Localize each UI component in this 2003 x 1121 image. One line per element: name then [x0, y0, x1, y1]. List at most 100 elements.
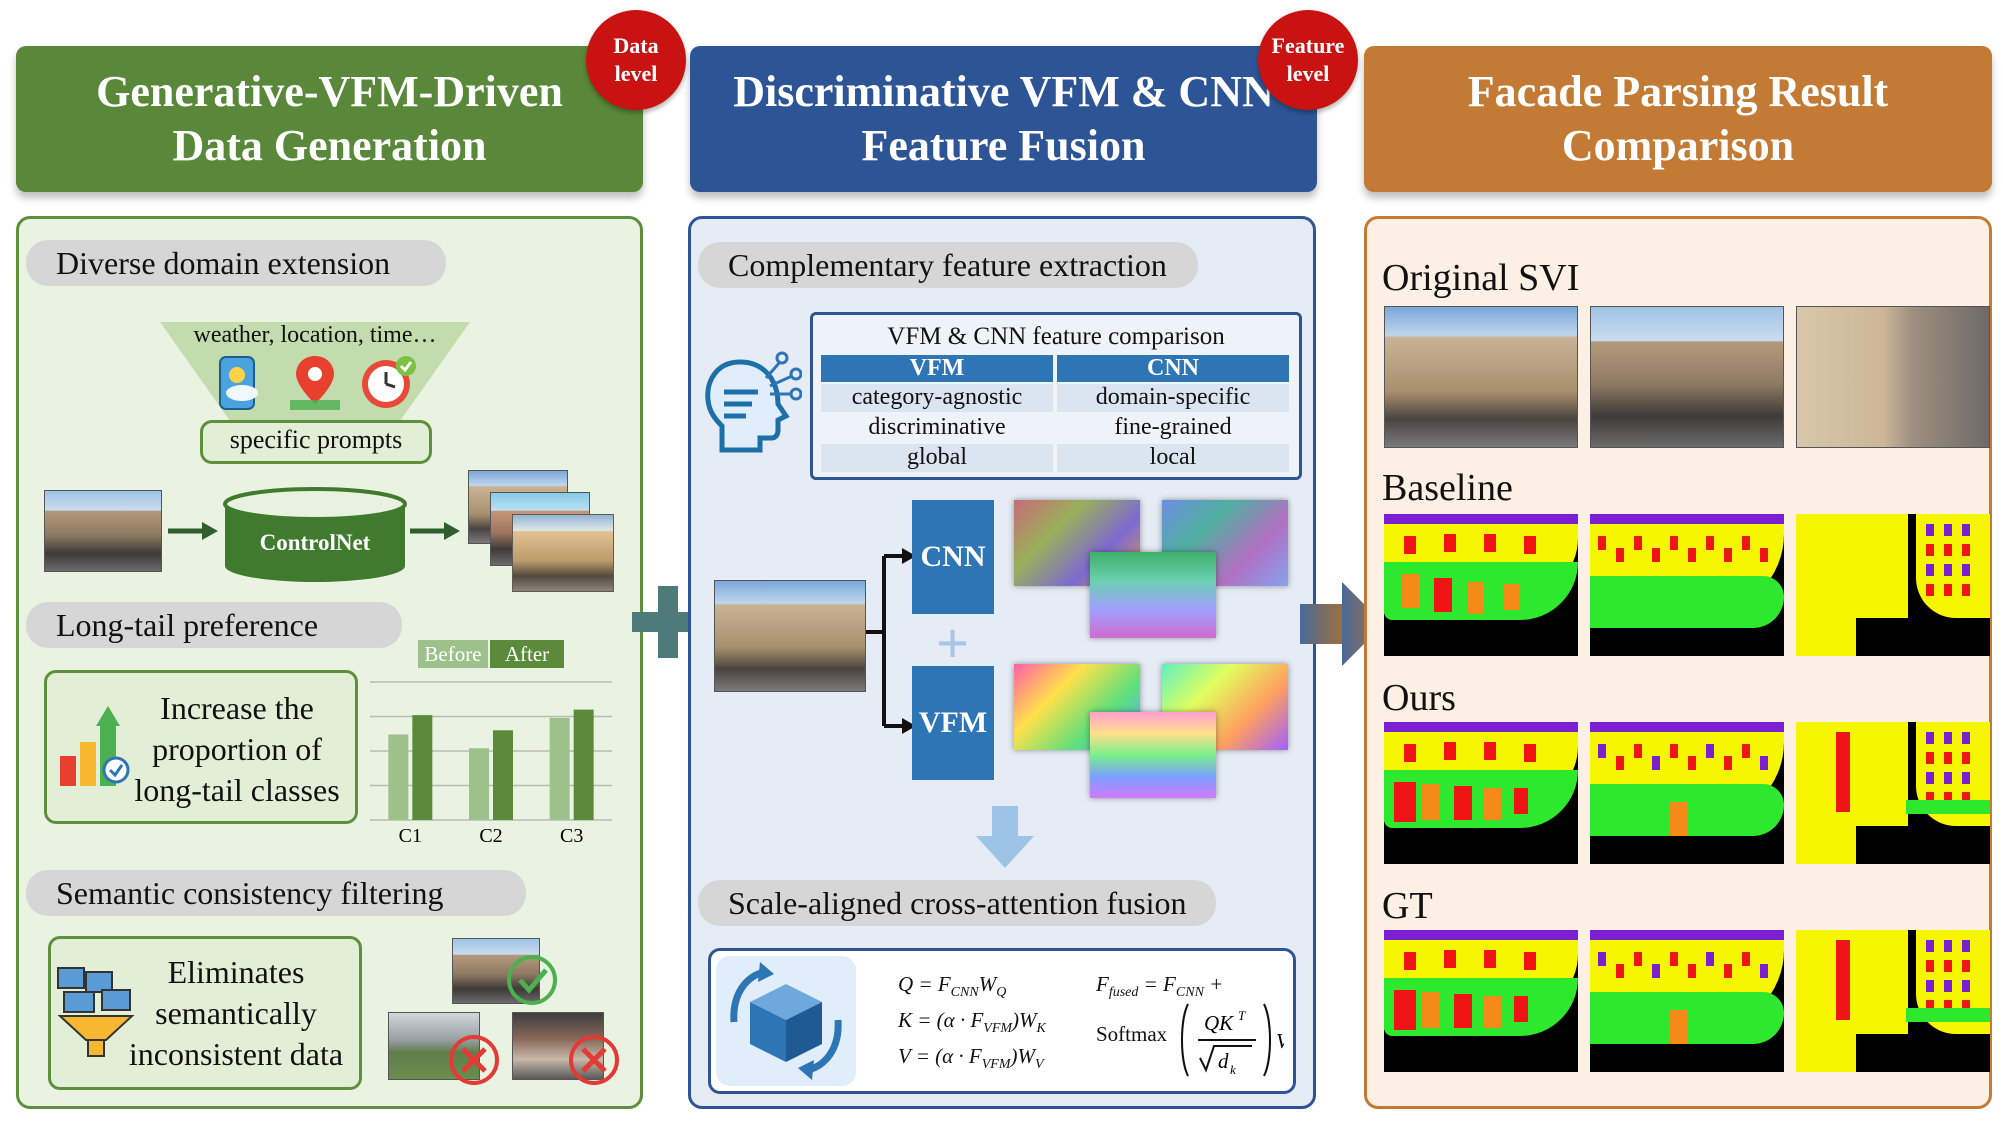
seg-region-sky	[1384, 930, 1578, 940]
longtail-line: proportion of	[152, 731, 322, 767]
header-line: Facade Parsing Result	[1467, 67, 1889, 116]
seg-region-window	[1944, 524, 1952, 536]
seg-region-window	[1484, 742, 1496, 760]
seg-region-window	[1394, 990, 1416, 1030]
seg-region-window	[1926, 752, 1934, 764]
seg-region-window	[1468, 582, 1484, 614]
seg-region-window	[1598, 536, 1606, 550]
table-header-cnn: CNN	[1057, 355, 1289, 382]
seg-region-window	[1962, 980, 1970, 992]
seg-region-window	[1962, 732, 1970, 744]
seg-region-window	[1760, 964, 1768, 978]
seg-region-window	[1962, 772, 1970, 784]
seg-region-window	[1394, 782, 1416, 822]
longtail-line: long-tail classes	[134, 772, 340, 808]
formula-fused: Ffused = FCNN +	[1096, 972, 1224, 1001]
seg-region-window	[1742, 952, 1750, 966]
down-arrow	[976, 806, 1034, 868]
segmentation-map	[1590, 722, 1784, 864]
seg-region-window	[1944, 752, 1952, 764]
seg-region-window	[1706, 744, 1714, 758]
seg-region-window	[1962, 524, 1970, 536]
seg-region-window	[1434, 578, 1452, 612]
seg-region-window	[1524, 744, 1536, 762]
seg-region-window	[1926, 960, 1934, 972]
seg-region-window	[1926, 940, 1934, 952]
seg-region-window	[1724, 964, 1732, 978]
badge-line: Feature	[1271, 33, 1345, 58]
ai-head-icon	[705, 351, 802, 453]
seg-region-window	[1926, 772, 1934, 784]
bar-after-c1	[412, 715, 433, 820]
original-svi-photo	[1384, 306, 1578, 448]
svg-text:k: k	[1230, 1062, 1236, 1077]
seg-region-sky	[1590, 722, 1784, 732]
segmentation-map	[1384, 930, 1578, 1072]
longtail-text: Increase the proportion of long-tail cla…	[126, 688, 348, 811]
section-complementary: Complementary feature extraction	[698, 242, 1198, 288]
seg-region-sky	[1590, 514, 1784, 524]
legend-after: After	[490, 640, 564, 668]
svg-text:QK: QK	[1204, 1011, 1234, 1035]
seg-region-window	[1962, 792, 1970, 804]
seg-region-window	[1926, 1000, 1934, 1012]
bar-after-c2	[493, 730, 513, 820]
kept-photo	[452, 938, 540, 1004]
segmentation-map	[1590, 514, 1784, 656]
formula-fraction: QK T d k V	[1181, 1003, 1284, 1077]
arrow-to-results	[1300, 582, 1384, 666]
conditions-text: weather, location, time…	[193, 322, 437, 348]
section-fusion: Scale-aligned cross-attention fusion	[698, 880, 1216, 926]
seg-region-window	[1962, 752, 1970, 764]
seg-region-window	[1926, 524, 1934, 536]
arrow-to-outputs	[410, 522, 460, 540]
cross-icon	[449, 1035, 499, 1085]
row-label-ours: Ours	[1382, 677, 1456, 719]
vfm-feature-map	[1090, 712, 1216, 798]
seg-region-wall	[1906, 1008, 1990, 1022]
badge-line: level	[614, 61, 658, 86]
badge-feature-level: Feature level	[1258, 10, 1358, 110]
row-label-original: Original SVI	[1382, 257, 1580, 299]
formula-softmax: Softmax	[1096, 1022, 1168, 1046]
svg-text:T: T	[1238, 1008, 1246, 1023]
seg-region-road	[1856, 618, 1990, 656]
specific-prompts-box: specific prompts	[200, 420, 432, 464]
seg-region-window	[1524, 536, 1536, 554]
seg-region-road	[1856, 1034, 1990, 1072]
seg-region-wall	[1590, 576, 1784, 628]
location-icon	[290, 356, 340, 410]
seg-region-window	[1944, 940, 1952, 952]
segmentation-map	[1796, 514, 1990, 656]
formula-q: Q = FCNNWQ	[898, 972, 1007, 1001]
seg-region-window	[1962, 584, 1970, 596]
seg-region-window	[1944, 980, 1952, 992]
seg-region-window	[1444, 742, 1456, 760]
seg-region-window	[1670, 536, 1678, 550]
seg-region-window	[1514, 996, 1528, 1022]
seg-region-sky	[1590, 930, 1784, 940]
seg-region-sky	[1384, 722, 1578, 732]
longtail-description-box	[44, 670, 358, 824]
table-cell: global	[821, 444, 1053, 472]
seg-region-window	[1760, 756, 1768, 770]
seg-region-window	[1422, 784, 1440, 820]
cross-icon	[569, 1035, 619, 1085]
seg-region-window	[1944, 564, 1952, 576]
table-cell: discriminative	[821, 414, 1053, 442]
seg-region-door	[1836, 732, 1850, 812]
chart-tick-label: C1	[399, 825, 422, 847]
svg-text:d: d	[1218, 1049, 1229, 1073]
bar-before-c1	[388, 734, 409, 820]
plus-connector-icon	[632, 586, 704, 658]
header-feature-fusion: Discriminative VFM & CNN Feature Fusion	[690, 46, 1317, 192]
check-icon	[507, 955, 557, 1005]
section-semantic-filtering: Semantic consistency filtering	[26, 870, 526, 916]
seg-region-window	[1616, 548, 1624, 562]
semantic-text: Eliminates semantically inconsistent dat…	[118, 952, 354, 1075]
seg-region-window	[1652, 964, 1660, 978]
seg-region-wall	[1384, 770, 1578, 828]
legend-before: Before	[418, 640, 488, 668]
badge-line: level	[1286, 61, 1330, 86]
